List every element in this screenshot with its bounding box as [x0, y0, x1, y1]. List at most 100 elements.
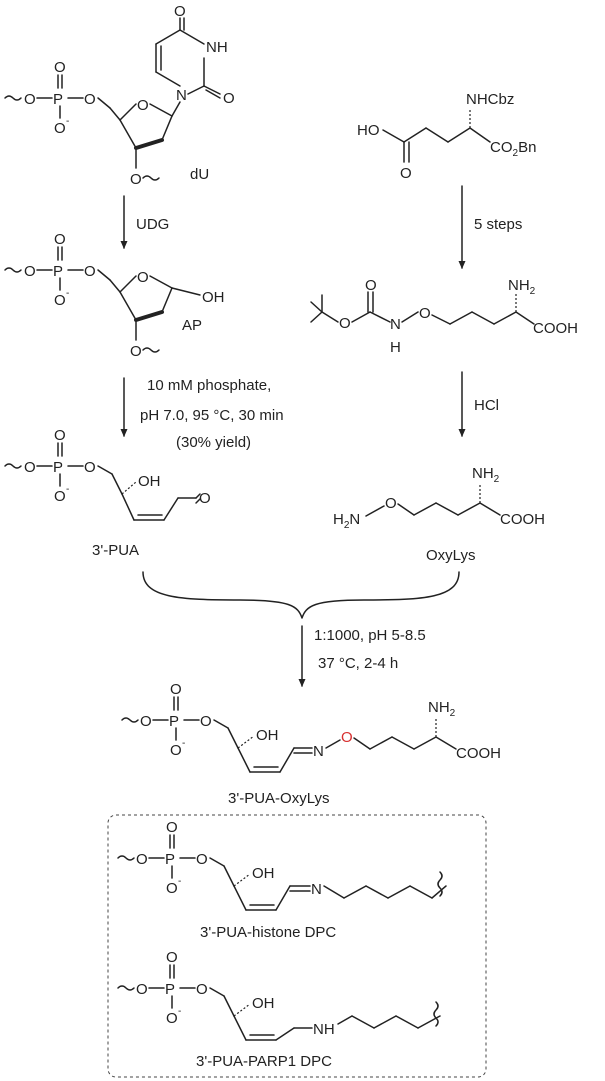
hydroxyl-OH: OH — [138, 473, 161, 490]
atom-H: H — [390, 339, 401, 356]
oxime-N: N — [313, 743, 324, 760]
condition-5-steps: 5 steps — [474, 216, 522, 233]
protein-wavy-bond — [437, 871, 443, 897]
PUA-structure: O P O O - O OH O 3'-PUA — [4, 427, 211, 559]
atom-O: O — [166, 949, 178, 966]
atom-O: O — [136, 851, 148, 868]
aldehyde-oxygen: O — [199, 490, 211, 507]
atom-O: O — [166, 819, 178, 836]
atom-N: N — [176, 87, 187, 104]
carboxyl-COOH: COOH — [500, 511, 545, 528]
phosphorus-atom: P — [165, 981, 175, 998]
atom-O: O — [24, 263, 36, 280]
imine-N: N — [311, 881, 322, 898]
hydroxyl-OH: OH — [252, 865, 275, 882]
atom-O: O — [54, 427, 66, 444]
atom-O: O — [136, 981, 148, 998]
atom-O: O — [130, 171, 142, 188]
charge-minus: - — [178, 1006, 181, 1017]
carboxyl-COOH: COOH — [456, 745, 501, 762]
charge-minus: - — [66, 116, 69, 127]
atom-O-minus: O — [166, 880, 178, 897]
charge-minus: - — [182, 738, 185, 749]
ring-oxygen: O — [137, 97, 149, 114]
protein-wavy-bond — [433, 1001, 439, 1027]
label-OxyLys: OxyLys — [426, 547, 475, 564]
atom-O: O — [196, 981, 208, 998]
dpc-dashed-box — [107, 814, 487, 1078]
atom-O-minus: O — [54, 488, 66, 505]
condition-coupling-line1: 1:1000, pH 5-8.5 — [314, 627, 426, 644]
atom-O: O — [385, 495, 397, 512]
oxime-oxygen-highlighted: O — [341, 729, 353, 746]
condition-coupling-line2: 37 °C, 2-4 h — [318, 655, 398, 672]
wavy-bond — [142, 347, 160, 353]
oxylys-structure: H2N O NH2 COOH OxyLys — [333, 465, 545, 564]
atom-O: O — [84, 459, 96, 476]
wavy-bond — [142, 175, 160, 181]
wavy-bond — [121, 717, 139, 723]
atom-O: O — [419, 305, 431, 322]
atom-O: O — [140, 713, 152, 730]
atom-O: O — [365, 277, 377, 294]
amine-NH2: NH2 — [472, 465, 500, 485]
condition-beta-line1: 10 mM phosphate, — [147, 377, 271, 394]
atom-O: O — [24, 459, 36, 476]
atom-O-minus: O — [54, 120, 66, 137]
atom-O: O — [196, 851, 208, 868]
amine-NH: NH — [313, 1021, 335, 1038]
atom-O: O — [400, 165, 412, 182]
amine-NH2: NH2 — [428, 699, 456, 719]
backbone-wavy-bond — [4, 95, 22, 101]
boc-oxylys-structure: O O N H O NH2 COOH — [310, 277, 578, 356]
wavy-bond — [4, 463, 22, 469]
ring-oxygen: O — [137, 269, 149, 286]
wavy-bond — [117, 985, 135, 991]
atom-O: O — [339, 315, 351, 332]
phosphorus-atom: P — [53, 459, 63, 476]
atom-O: O — [223, 90, 235, 107]
atom-O: O — [170, 681, 182, 698]
label-histone-DPC: 3'-PUA-histone DPC — [200, 924, 336, 941]
atom-O: O — [130, 343, 142, 360]
phosphorus-atom: P — [53, 263, 63, 280]
phosphorus-atom: P — [169, 713, 179, 730]
atom-O: O — [84, 263, 96, 280]
aminooxy-H2N: H2N — [333, 511, 360, 531]
wavy-bond — [4, 267, 22, 273]
NHCbz-group: NHCbz — [466, 91, 514, 108]
joining-brace — [142, 571, 460, 619]
label-3PUA: 3'-PUA — [92, 542, 139, 559]
label-PARP1-DPC: 3'-PUA-PARP1 DPC — [196, 1053, 332, 1070]
atom-O: O — [200, 713, 212, 730]
charge-minus: - — [66, 288, 69, 299]
hydroxyl-OH: OH — [256, 727, 279, 744]
condition-beta-line3: (30% yield) — [176, 434, 251, 451]
hydroxyl-OH: OH — [252, 995, 275, 1012]
atom-O: O — [174, 3, 186, 20]
hydroxyl-OH: OH — [202, 289, 225, 306]
atom-O: O — [24, 91, 36, 108]
atom-O-minus: O — [170, 742, 182, 759]
condition-udg: UDG — [136, 216, 169, 233]
PUA-OxyLys-structure: O P O O - O OH N O NH2 COOH 3'-PUA-OxyLy… — [121, 681, 501, 807]
atom-O-minus: O — [166, 1010, 178, 1027]
atom-N: N — [390, 316, 401, 333]
charge-minus: - — [178, 876, 181, 887]
condition-hcl: HCl — [474, 397, 499, 414]
carboxyl-COOH: COOH — [533, 320, 578, 337]
CO2Bn-group: CO2Bn — [490, 139, 536, 159]
AP-structure: O P O O - O O OH O AP — [4, 231, 225, 360]
charge-minus: - — [66, 484, 69, 495]
wavy-bond — [117, 855, 135, 861]
atom-O: O — [84, 91, 96, 108]
imide-NH: NH — [206, 39, 228, 56]
dU-structure: O P O O - O O O N O NH — [4, 3, 235, 188]
PUA-histone-DPC-structure: O P O O - O OH N 3'-PUA-histone DPC — [117, 819, 447, 941]
atom-O-minus: O — [54, 292, 66, 309]
glutamate-structure: HO O NHCbz CO2Bn — [357, 91, 536, 182]
atom-O: O — [54, 59, 66, 76]
acid-HO: HO — [357, 122, 380, 139]
PUA-PARP1-DPC-structure: O P O O - O OH NH 3'-PUA-PARP1 DPC — [117, 949, 441, 1070]
amine-NH2: NH2 — [508, 277, 536, 297]
